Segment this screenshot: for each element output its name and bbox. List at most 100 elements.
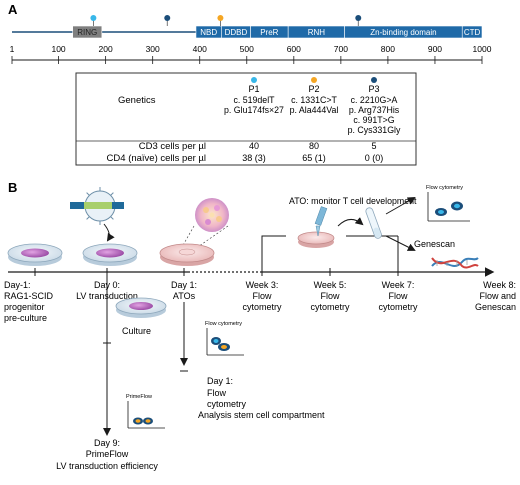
axis-tick-label: 1000 (473, 44, 492, 54)
lentiviral-vector-icon (70, 187, 124, 225)
patient-cd4-value: 0 (0) (365, 153, 384, 163)
timeline-step-label: pre-culture (4, 313, 47, 323)
day1-branch-method-line1: Flow (207, 388, 227, 398)
patient-id: P3 (368, 84, 379, 94)
patient-cd3-value: 80 (309, 141, 319, 151)
sample-arrow (337, 217, 364, 227)
mutation-marker-p3 (355, 15, 362, 21)
axis-tick-label: 1 (10, 44, 15, 54)
axis-tick-label: 600 (287, 44, 301, 54)
mutation-markers (90, 15, 362, 26)
patient-table: Genetics CD3 cells per µl CD4 (naïve) ce… (75, 72, 417, 166)
domain-label: Zn-binding domain (370, 28, 436, 37)
domain-label: DDBD (225, 28, 248, 37)
panel-a-label: A (8, 2, 18, 17)
patient-genetics-line: p. Glu174fs×27 (224, 105, 284, 115)
domain-layer: RING NBD DDBD PreR RNH Zn-binding domain CTD (72, 25, 483, 39)
axis-tick-label: 200 (99, 44, 113, 54)
axis-tick-label: 400 (193, 44, 207, 54)
patient-color-dot-p1 (251, 77, 257, 83)
timeline-step-label: progenitor (4, 302, 45, 312)
day1-branch-purpose: Analysis stem cell compartment (198, 410, 325, 420)
day9-purpose: LV transduction efficiency (56, 461, 158, 471)
patient-cd4-value: 38 (3) (242, 153, 266, 163)
domain-label: PreR (260, 28, 278, 37)
culture-branch-dish-icon (115, 297, 167, 318)
timeline-step-label: Flow (388, 291, 408, 301)
ato-monitor-title: ATO: monitor T cell development (289, 196, 417, 206)
patient-genetics-line: p. Arg737His (349, 105, 400, 115)
domain-label: NBD (200, 28, 217, 37)
patient-genetics-line: c. 2210G>A (351, 95, 398, 105)
timeline-step-label: RAG1-SCID (4, 291, 54, 301)
patient-genetics-line: p. Cys331Gly (348, 125, 401, 135)
row-label-cd4: CD4 (naïve) cells per µl (107, 153, 206, 164)
timeline-step-label: Genescan (475, 302, 516, 312)
day1-branch-method-line2: cytometry (207, 399, 247, 409)
primeflow-plot-title: PrimeFlow (126, 394, 152, 400)
patient-table-frame (75, 72, 417, 166)
test-tube-icon (365, 207, 382, 239)
patient-genetics-line: c. 519delT (233, 95, 275, 105)
timeline-step-label: Week 7: (382, 280, 415, 290)
patient-cd4-value: 65 (1) (302, 153, 326, 163)
timeline-step-label: Flow and (479, 291, 516, 301)
day9-method: PrimeFlow (86, 449, 129, 459)
domain-label: CTD (464, 28, 481, 37)
panel-b-label: B (8, 180, 17, 195)
ato-organoid-icon (195, 198, 229, 232)
patient-genetics-line: c. 991T>G (353, 115, 394, 125)
row-label-cd3: CD3 cells per µl (139, 141, 206, 152)
transduction-arrow (103, 223, 115, 242)
domain-label: RING (77, 28, 97, 37)
stem-flow-plot-title: Flow cytometry (205, 321, 242, 327)
patient-color-dot-p3 (371, 77, 377, 83)
axis-tick-label: 900 (428, 44, 442, 54)
ato-dish-icon (159, 243, 215, 266)
dna-icon (431, 257, 479, 269)
primeflow-plot-icon: PrimeFlow (126, 394, 165, 429)
zoom-line (181, 225, 195, 248)
axis-tick-label: 700 (334, 44, 348, 54)
timeline-step-label: ATOs (173, 291, 196, 301)
culture-label: Culture (122, 326, 151, 336)
transduction-dish-icon (82, 243, 138, 266)
timeline-step-label: Day-1: (4, 280, 31, 290)
culture-dish-icon (7, 243, 63, 266)
flow-cytometry-plot-icon: Flow cytometry (426, 185, 470, 222)
patient-genetics-line: c. 1331C>T (291, 95, 337, 105)
timeline-step-label: Week 8: (483, 280, 516, 290)
day9-title: Day 9: (94, 438, 120, 448)
to-genescan-arrow (385, 235, 416, 251)
day9-labels: Day 9: PrimeFlow LV transduction efficie… (56, 438, 158, 471)
timeline-step-label: Week 3: (246, 280, 279, 290)
timeline-step-label: Day 1: (171, 280, 197, 290)
protein-schematic: RING NBD DDBD PreR RNH Zn-binding domain CTD (12, 15, 483, 39)
axis-tick-label: 300 (146, 44, 160, 54)
day1-branch-title: Day 1: (207, 376, 233, 386)
patient-color-dot-p2 (311, 77, 317, 83)
axis-tick-label: 800 (381, 44, 395, 54)
mutation-marker-p1 (90, 15, 97, 21)
mutation-marker-p3 (164, 15, 171, 21)
pipette-icon (314, 206, 328, 237)
domain-ring (72, 25, 103, 39)
patient-cd3-value: 5 (371, 141, 376, 151)
stem-cell-flow-plot-icon: Flow cytometry (205, 321, 244, 356)
domain-ctd (461, 25, 483, 39)
genescan-label: Genescan (414, 239, 455, 249)
timeline-step-label: Flow (320, 291, 340, 301)
domain-label: RNH (308, 28, 326, 37)
axis-tick-label: 500 (240, 44, 254, 54)
monitor-bracket (261, 235, 286, 272)
ato-sampling-dish-icon (297, 231, 335, 248)
to-flow-arrow (385, 197, 416, 215)
timeline-step-label: cytometry (310, 302, 350, 312)
mutation-marker-p2 (217, 15, 224, 21)
